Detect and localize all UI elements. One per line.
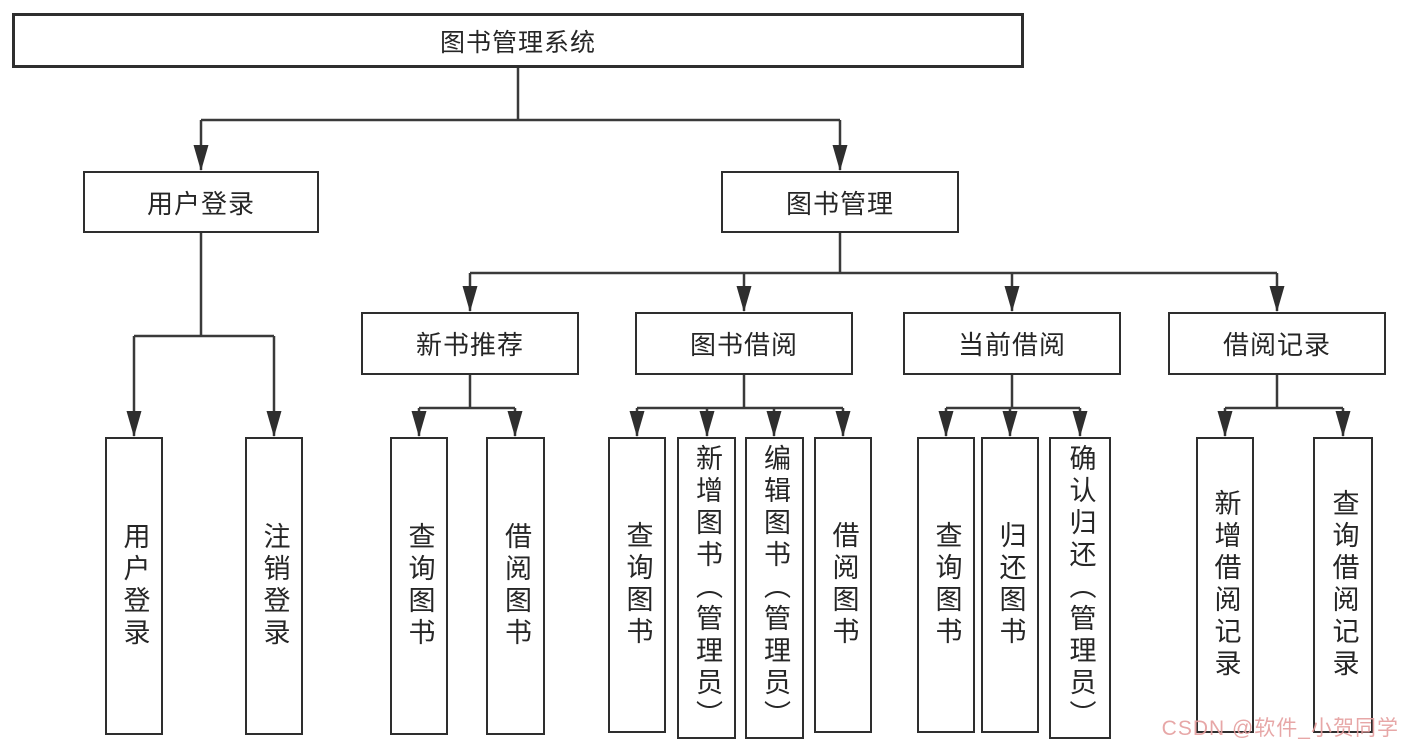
node-current-borrow: 当前借阅 [903,312,1121,375]
arrow-down-icon [1269,286,1285,312]
node-book-management: 图书管理 [721,171,959,233]
leaf-label: 查询图书 [622,521,653,649]
arrow-down-icon [126,411,142,437]
arrow-down-icon [193,145,209,171]
leaf-label: 借阅图书 [501,522,531,650]
arrow-down-icon [411,411,427,437]
arrow-down-icon [507,411,523,437]
arrow-down-icon [938,411,954,437]
leaf-confirm-return-admin: 确认归还（管理员） [1049,437,1111,739]
arrow-down-icon [1072,411,1088,437]
leaf-add-borrow-record: 新增借阅记录 [1196,437,1254,733]
node-borrow-record: 借阅记录 [1168,312,1386,375]
leaf-label: 编辑图书（管理员） [760,444,790,732]
leaf-label: 借阅图书 [828,521,859,649]
leaf-label: 查询图书 [931,521,962,649]
node-user-login: 用户登录 [83,171,319,233]
leaf-borrow-book-recommend: 借阅图书 [486,437,545,735]
leaf-label: 查询图书 [404,522,435,650]
arrow-down-icon [266,411,282,437]
node-library-management-system: 图书管理系统 [12,13,1024,68]
leaf-query-book-borrow: 查询图书 [608,437,666,733]
arrow-down-icon [1004,286,1020,312]
leaf-edit-book-admin: 编辑图书（管理员） [745,437,804,739]
arrow-down-icon [462,286,478,312]
leaf-query-borrow-record: 查询借阅记录 [1313,437,1373,733]
leaf-return-book: 归还图书 [981,437,1039,733]
node-book-borrow: 图书借阅 [635,312,853,375]
arrowhead-group [126,145,1351,437]
arrow-down-icon [1002,411,1018,437]
arrow-down-icon [1335,411,1351,437]
arrow-down-icon [699,411,715,437]
leaf-label: 归还图书 [995,521,1026,649]
leaf-label: 新增图书（管理员） [692,444,722,732]
watermark: CSDN @软件_小贺同学 [1161,717,1399,740]
leaf-user-login: 用户登录 [105,437,163,735]
leaf-label: 用户登录 [119,522,150,650]
leaf-label: 查询借阅记录 [1328,489,1359,681]
arrow-down-icon [629,411,645,437]
leaf-label: 注销登录 [259,522,290,650]
leaf-logout: 注销登录 [245,437,303,735]
leaf-add-book-admin: 新增图书（管理员） [677,437,736,739]
arrow-down-icon [835,411,851,437]
node-new-book-recommend: 新书推荐 [361,312,579,375]
arrow-down-icon [832,145,848,171]
leaf-label: 确认归还（管理员） [1065,444,1096,732]
arrow-down-icon [1217,411,1233,437]
leaf-borrow-book: 借阅图书 [814,437,872,733]
leaf-label: 新增借阅记录 [1210,489,1241,681]
connector-path [132,68,1345,436]
arrow-down-icon [736,286,752,312]
leaf-query-book-current: 查询图书 [917,437,975,733]
leaf-query-book-recommend: 查询图书 [390,437,448,735]
arrow-down-icon [766,411,782,437]
